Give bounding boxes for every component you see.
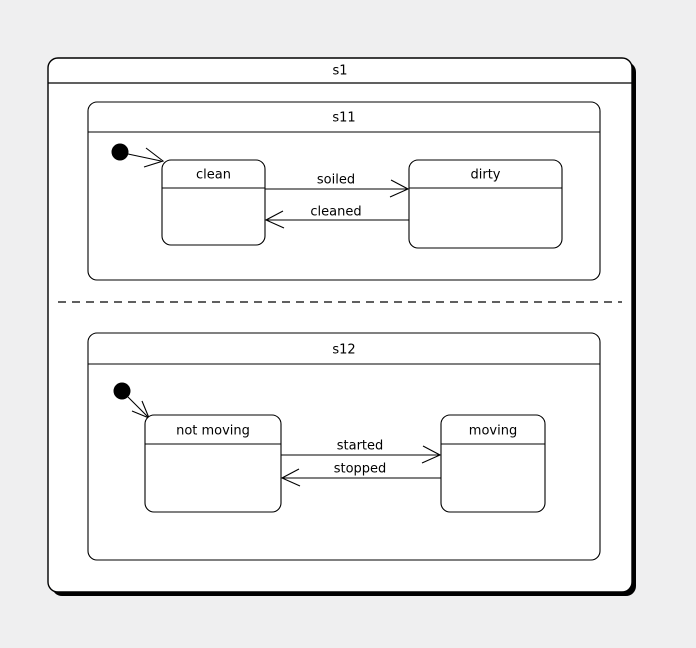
transition-cleaned-label: cleaned	[310, 205, 361, 220]
state-not-moving-label: not moving	[176, 424, 250, 439]
transition-stopped[interactable]: stopped	[280, 462, 441, 487]
transition-soiled[interactable]: soiled	[265, 173, 410, 198]
transition-initial-to-clean-arrowhead	[143, 147, 165, 168]
state-clean[interactable]: clean	[161, 159, 266, 246]
transition-started-arrowhead	[421, 445, 442, 464]
transition-initial-to-clean-line	[127, 153, 162, 162]
state-moving[interactable]: moving	[440, 414, 546, 513]
transition-started-label: started	[337, 439, 384, 454]
s1-title: s1	[332, 64, 347, 79]
region-s11[interactable]: s11 clean dirty soiled	[87, 101, 601, 281]
s11-title: s11	[332, 111, 355, 126]
transition-soiled-label: soiled	[317, 173, 355, 188]
state-dirty[interactable]: dirty	[408, 159, 563, 249]
s12-title: s12	[332, 343, 355, 358]
state-moving-body[interactable]	[440, 414, 546, 513]
state-clean-label: clean	[196, 168, 231, 183]
transition-stopped-arrowhead	[280, 468, 301, 487]
state-moving-label: moving	[469, 424, 517, 439]
state-dirty-body[interactable]	[408, 159, 563, 249]
state-not-moving-body[interactable]	[144, 414, 282, 513]
state-dirty-label: dirty	[471, 168, 501, 183]
transition-started[interactable]: started	[281, 439, 442, 464]
transition-cleaned[interactable]: cleaned	[264, 205, 409, 229]
state-clean-body[interactable]	[161, 159, 266, 246]
initial-state-icon-s11[interactable]	[111, 143, 129, 161]
transition-cleaned-arrowhead	[264, 210, 285, 229]
transition-soiled-arrowhead	[389, 179, 410, 198]
region-s12[interactable]: s12 not moving moving start	[87, 332, 601, 561]
transition-initial-to-not-moving-line	[127, 396, 149, 418]
transition-stopped-label: stopped	[334, 462, 387, 477]
initial-state-icon-s12[interactable]	[113, 382, 131, 400]
state-not-moving[interactable]: not moving	[144, 414, 282, 513]
